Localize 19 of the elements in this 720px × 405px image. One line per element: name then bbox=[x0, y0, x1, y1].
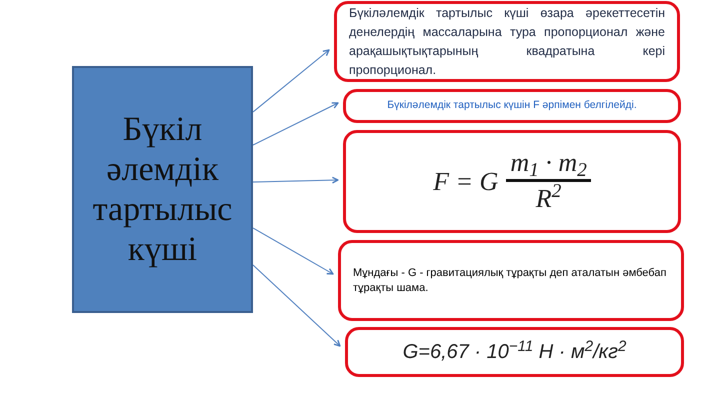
constant-formula: G=6,67 · 10$^{−11}$ Н · м$^{2}$/кг$^{2}$ bbox=[402, 337, 626, 365]
arrow bbox=[252, 49, 330, 112]
info-box bbox=[345, 327, 684, 377]
topic-box bbox=[72, 66, 253, 313]
arrow bbox=[252, 102, 339, 146]
arrow bbox=[252, 228, 334, 275]
formula-denominator: R$^{2}$ bbox=[536, 182, 562, 215]
info-box bbox=[334, 1, 680, 82]
arrow bbox=[252, 176, 339, 184]
formula-numerator: m$_{1}$ · m$_{2}$ bbox=[506, 147, 591, 182]
definition-text: Бүкіләлемдік тартылыс күші өзара әрекеттесетін денелердің массаларына тура пропорционал және арақашықтықтарының квадратына кері пропорционал. bbox=[349, 4, 665, 79]
info-box bbox=[343, 89, 681, 123]
info-box bbox=[343, 130, 681, 233]
info-box bbox=[338, 240, 684, 321]
explanation-text: Мұндағы - G - гравитациялық тұрақты деп аталатын әмбебап тұрақты шама. bbox=[353, 266, 668, 296]
arrow bbox=[252, 264, 341, 347]
note-text: Бүкіләлемдік тартылыс күшін F әрпімен белгілейді. bbox=[387, 98, 637, 114]
formula-text: F = G bbox=[433, 166, 498, 198]
title-text: Бүкіл әлемдік тартылыс күші bbox=[92, 110, 234, 270]
